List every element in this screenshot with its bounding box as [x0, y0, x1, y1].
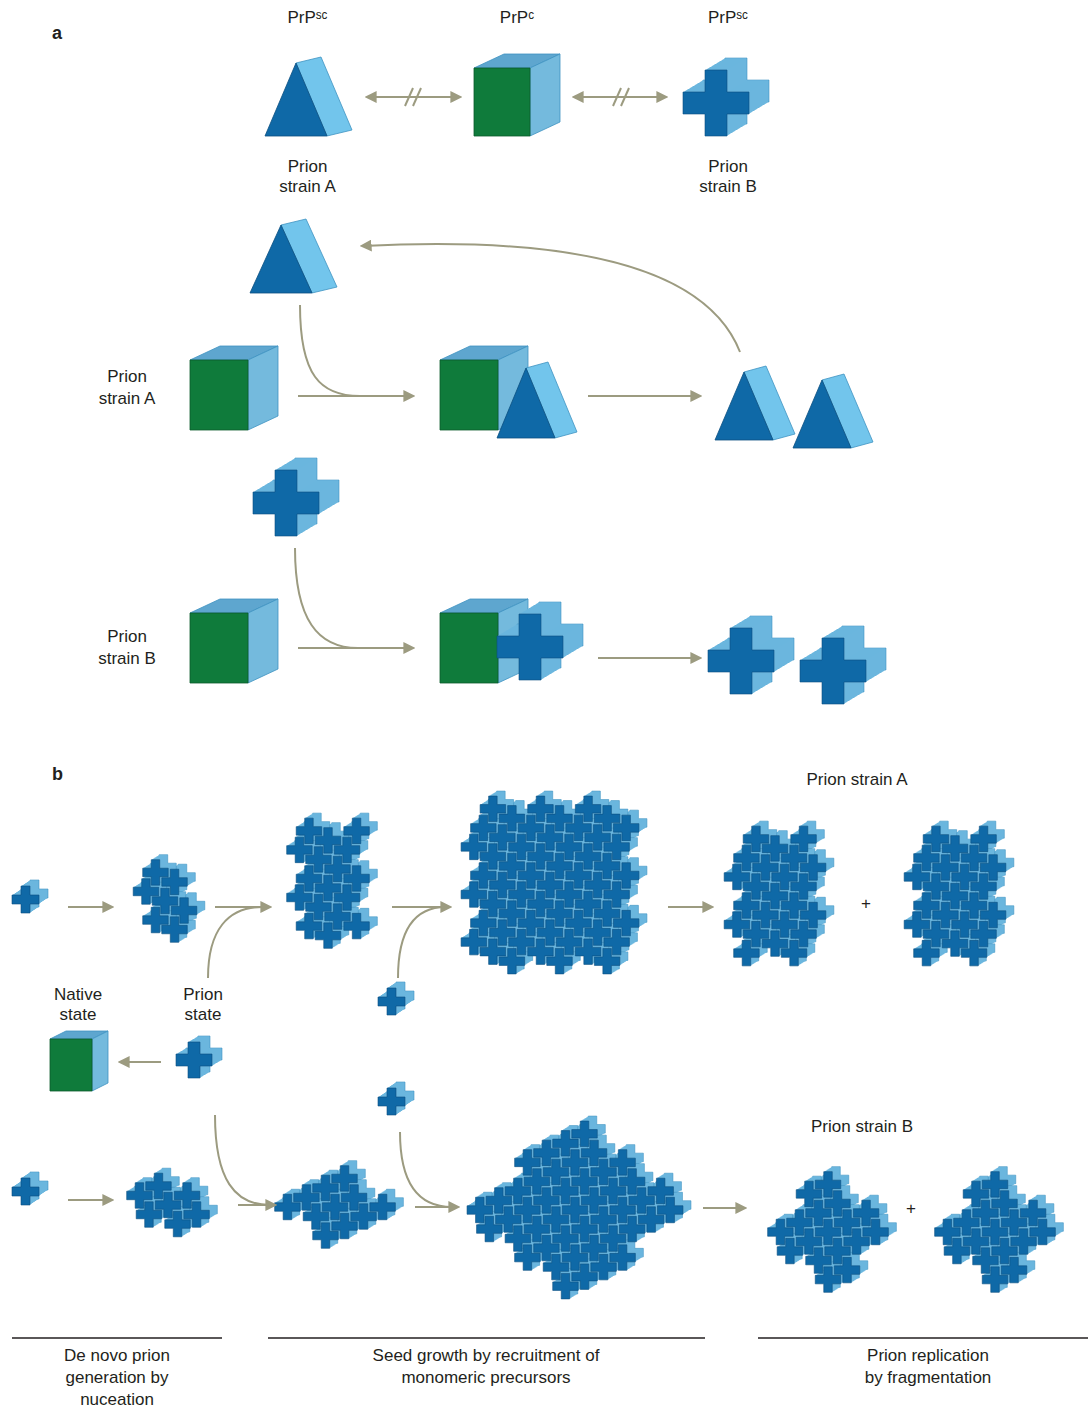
nucleation-panel: [12, 791, 1063, 1299]
cross-front: [253, 470, 319, 536]
strain-b-propagation: [190, 458, 886, 704]
cross-side: [379, 1087, 406, 1114]
cross-front: [136, 1202, 162, 1228]
cross-front: [553, 1273, 579, 1299]
cube-side: [248, 346, 278, 430]
cross-front: [296, 913, 322, 939]
cube-side: [248, 599, 278, 683]
strain-a-propagation: [190, 219, 873, 448]
prism-front: [250, 225, 312, 293]
cross-front: [904, 912, 930, 938]
cross-side: [13, 885, 40, 912]
prism-front: [793, 380, 851, 448]
cross-front: [313, 1223, 339, 1249]
cross-front: [12, 1178, 39, 1205]
cross-front: [143, 907, 169, 933]
prion-aggregate: [768, 1167, 897, 1293]
cross-front: [287, 885, 313, 911]
cross-front: [515, 1245, 541, 1271]
cross-front: [708, 628, 774, 694]
cross-side: [709, 627, 775, 693]
cube-front: [440, 613, 498, 683]
cross-front: [800, 638, 866, 704]
prion-aggregate: [287, 813, 378, 948]
cross-front: [378, 1088, 405, 1115]
cross-side: [13, 1177, 40, 1204]
process-arrow: [300, 305, 360, 396]
cube-front: [190, 360, 248, 430]
cross-front: [12, 886, 39, 913]
cross-front: [734, 940, 760, 966]
prion-aggregate: [904, 821, 1014, 966]
process-arrow: [295, 548, 358, 648]
prion-aggregate: [467, 1116, 691, 1299]
prion-aggregate: [133, 855, 205, 943]
cross-front: [724, 912, 750, 938]
cross-front: [724, 864, 750, 890]
process-arrow: [598, 657, 700, 659]
cross-front: [461, 834, 487, 860]
cross-front: [133, 879, 159, 905]
cross-front: [497, 614, 563, 680]
cross-front: [477, 1216, 503, 1242]
prism-front: [497, 368, 555, 438]
process-arrow: [588, 395, 700, 397]
prism-front: [715, 372, 773, 440]
process-arrow: [298, 647, 413, 649]
process-arrow: [298, 395, 413, 397]
cross-front: [378, 988, 405, 1015]
prion-aggregate: [461, 791, 647, 974]
cube-front: [190, 613, 248, 683]
process-arrow: [362, 244, 740, 352]
cube-front: [440, 360, 498, 430]
cross-front: [165, 1211, 191, 1237]
cross-side: [379, 987, 406, 1014]
cross-front: [904, 864, 930, 890]
prion-aggregate: [127, 1168, 218, 1237]
prion-aggregate: [724, 821, 834, 966]
cross-front: [914, 940, 940, 966]
cross-side: [801, 637, 867, 703]
cross-front: [461, 882, 487, 908]
cross-front: [287, 837, 313, 863]
cross-front: [461, 929, 487, 955]
cross-side: [498, 613, 564, 679]
cross-front: [275, 1194, 301, 1220]
cross-side: [254, 469, 320, 535]
prion-aggregate: [275, 1161, 404, 1249]
